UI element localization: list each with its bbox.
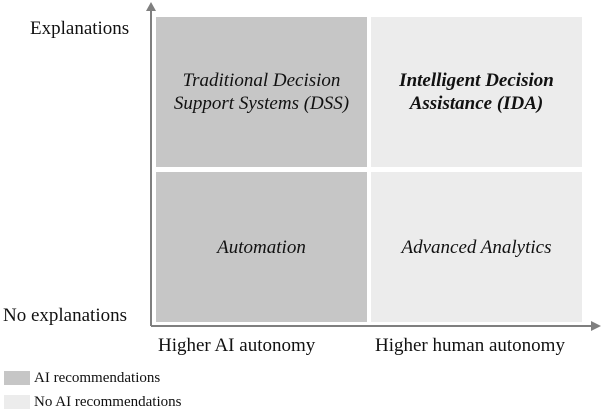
quadrant-intelligent-decision-assistance: Intelligent Decision Assistance (IDA) xyxy=(371,17,582,167)
quadrant-label: Automation xyxy=(217,236,306,258)
y-axis-bottom-label: No explanations xyxy=(3,305,128,326)
legend-item-ai-recommendations: AI recommendations xyxy=(4,369,161,386)
quadrant-label: Intelligent Decision Assistance (IDA) xyxy=(399,70,554,114)
quadrant-traditional-dss: Traditional Decision Support Systems (DS… xyxy=(156,17,367,167)
quadrant-advanced-analytics: Advanced Analytics xyxy=(371,172,582,322)
quadrant-label: Advanced Analytics xyxy=(401,236,552,258)
x-axis-right-label: Higher human autonomy xyxy=(375,335,565,356)
quadrant-automation: Automation xyxy=(156,172,367,322)
legend-label: AI recommendations xyxy=(34,369,161,386)
legend-label: No AI recommendations xyxy=(34,393,182,410)
y-axis-top-label: Explanations xyxy=(30,18,130,39)
x-axis-arrowhead xyxy=(591,321,601,331)
quadrant-label: Traditional Decision Support Systems (DS… xyxy=(173,70,350,114)
y-axis-arrowhead xyxy=(146,2,156,11)
legend-swatch xyxy=(4,371,30,385)
legend-swatch xyxy=(4,395,30,409)
x-axis-left-label: Higher AI autonomy xyxy=(158,335,316,356)
legend-item-no-ai-recommendations: No AI recommendations xyxy=(4,393,182,410)
